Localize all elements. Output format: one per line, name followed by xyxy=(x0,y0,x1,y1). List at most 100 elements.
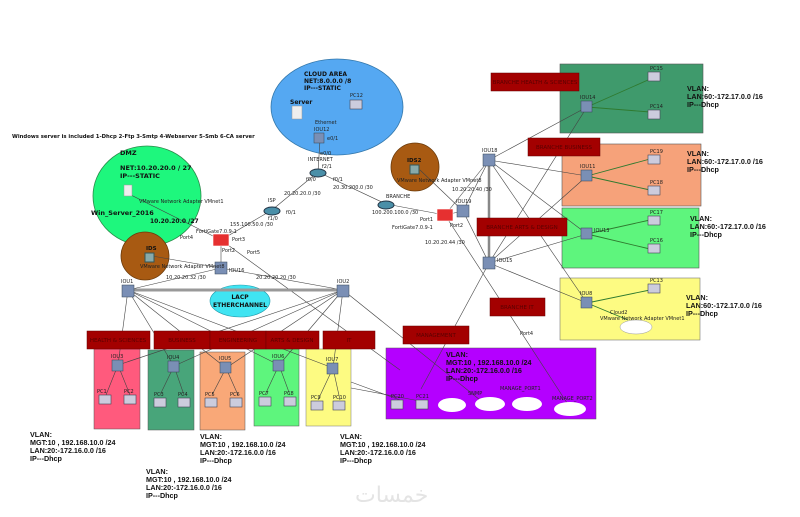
vlan-lan: LAN:60:-172.17.0.0 /16 xyxy=(686,301,762,310)
firewall-port2: Port2 xyxy=(222,248,235,254)
link-subnet-4: 100.200.100.0 /30 xyxy=(372,210,418,216)
pc-icon[interactable] xyxy=(647,215,661,226)
switch-icon[interactable] xyxy=(326,362,339,375)
pc-icon[interactable] xyxy=(283,396,297,407)
pc-icon[interactable] xyxy=(123,394,137,405)
vlan-mgt: MGT:10 , 192.168.10.0 /24 xyxy=(30,438,116,447)
pc-icon[interactable] xyxy=(332,400,346,411)
router-icon[interactable] xyxy=(263,206,281,216)
isp-label: ISP xyxy=(268,198,276,204)
dept-label: HEALTH & SCIENCES xyxy=(90,338,147,344)
switch-icon[interactable] xyxy=(313,132,325,144)
switch-icon[interactable] xyxy=(219,361,232,374)
pc-icon[interactable] xyxy=(349,99,363,110)
branch-router-label: BRANCHE xyxy=(386,194,410,200)
switch-label: IOU8 xyxy=(580,291,592,297)
lacp-label: LACP xyxy=(231,294,249,301)
pc-icon[interactable] xyxy=(153,397,167,408)
label-box xyxy=(86,330,151,350)
windows-server-note: Windows server is included 1-Dhcp 2-Ftp … xyxy=(12,134,255,140)
mgmt-vlan: VLAN: xyxy=(446,350,468,359)
iface-f01: f0/1 xyxy=(286,210,296,216)
pc-icon[interactable] xyxy=(229,397,243,408)
switch-icon[interactable] xyxy=(482,256,496,270)
firewall-port5: Port5 xyxy=(247,250,260,256)
vlan-ip: IP---Dhcp xyxy=(340,456,373,465)
pc-icon[interactable] xyxy=(415,399,429,410)
vlan-ip: IP---Dhcp xyxy=(686,309,719,318)
router-icon[interactable] xyxy=(377,200,395,210)
firewall2-port1: Port1 xyxy=(420,217,433,223)
dept-it-zone xyxy=(305,348,352,427)
switch-icon[interactable] xyxy=(336,284,350,298)
pc-icon[interactable] xyxy=(647,185,661,196)
switch-icon[interactable] xyxy=(580,100,593,113)
switch-icon[interactable] xyxy=(111,359,124,372)
switch-icon[interactable] xyxy=(580,227,593,240)
firewall2-label: FortiGate7.0.9-1 xyxy=(392,225,433,231)
switch-icon[interactable] xyxy=(167,360,180,373)
pc-icon[interactable] xyxy=(310,400,324,411)
pc-label: PC6 xyxy=(230,392,240,398)
pc-icon[interactable] xyxy=(204,397,218,408)
vlan-mgt: MGT:10 , 192.168.10.0 /24 xyxy=(340,440,426,449)
switch-icon[interactable] xyxy=(580,296,593,309)
switch-icon[interactable] xyxy=(214,261,228,275)
pc-icon[interactable] xyxy=(177,397,191,408)
pc-icon[interactable] xyxy=(647,154,661,165)
label-box xyxy=(527,137,601,157)
cloud-icon[interactable] xyxy=(475,397,505,411)
switch-icon[interactable] xyxy=(272,359,285,372)
firewall-icon[interactable] xyxy=(436,208,454,222)
cloud-icon[interactable] xyxy=(619,319,653,335)
branch-label: BRANCHE IT xyxy=(500,305,534,311)
vlan-heading: VLAN: xyxy=(30,430,52,439)
magnifier-icon[interactable] xyxy=(409,164,420,175)
link-subnet-2: 20.30.200.0 /30 xyxy=(333,185,373,191)
mgmt-lan: LAN:20:-172.16.0.0 /16 xyxy=(446,366,522,375)
cloud-icon[interactable] xyxy=(512,397,542,411)
server-icon[interactable] xyxy=(123,184,133,197)
label-box xyxy=(490,72,580,92)
magnifier-icon[interactable] xyxy=(144,252,155,263)
server-icon[interactable] xyxy=(291,105,303,120)
pc-icon[interactable] xyxy=(647,283,661,294)
pc-icon[interactable] xyxy=(647,243,661,254)
vlan-mgt: MGT:10 , 192.168.10.0 /24 xyxy=(146,475,232,484)
switch-icon[interactable] xyxy=(580,169,593,182)
cloud-icon[interactable] xyxy=(438,398,466,412)
vlan-heading: VLAN: xyxy=(686,293,708,302)
manage-port1-label: MANAGE_PORT1 xyxy=(500,386,541,392)
pc-icon[interactable] xyxy=(647,71,661,82)
pc-label: PC19 xyxy=(650,149,663,155)
dmz-adapter-label: VMware Network Adapter VMnet1 xyxy=(139,199,224,205)
iou18-label: IOU18 xyxy=(482,148,497,154)
branch-health-zone xyxy=(559,63,704,134)
iou2-label: IOU2 xyxy=(337,279,349,285)
cloud-area-ip: IP---STATIC xyxy=(304,85,341,92)
switch-label: IOU13 xyxy=(594,228,609,234)
firewall-port4-label: Port4 xyxy=(520,331,533,337)
branch-label: BRANCHE HEALTH & SCIENCES xyxy=(493,80,578,86)
server-label: Server xyxy=(290,99,312,106)
switch-icon[interactable] xyxy=(121,284,135,298)
pc-icon[interactable] xyxy=(647,109,661,120)
pc-icon[interactable] xyxy=(390,399,404,410)
router-icon[interactable] xyxy=(309,168,327,178)
manage-port2-label: MANAGE_PORT2 xyxy=(552,396,593,402)
pc-icon[interactable] xyxy=(98,394,112,405)
links xyxy=(105,79,651,407)
switch-icon[interactable] xyxy=(456,204,470,218)
switch-icon[interactable] xyxy=(482,153,496,167)
pc-label: PC7 xyxy=(259,391,269,397)
vlan-lan: LAN:60:-172.17.0.0 /16 xyxy=(687,92,763,101)
vlan-ip: IP---Dhcp xyxy=(146,491,179,500)
snmp-label: SNMP xyxy=(468,391,482,397)
vlan-block-2: VLAN: MGT:10 , 192.168.10.0 /24 LAN:20:-… xyxy=(146,467,232,500)
pc-icon[interactable] xyxy=(258,396,272,407)
cloud-icon[interactable] xyxy=(554,402,586,416)
switch-label: IOU14 xyxy=(580,95,595,101)
pc-label: PC17 xyxy=(650,210,663,216)
firewall-icon[interactable] xyxy=(212,233,230,247)
